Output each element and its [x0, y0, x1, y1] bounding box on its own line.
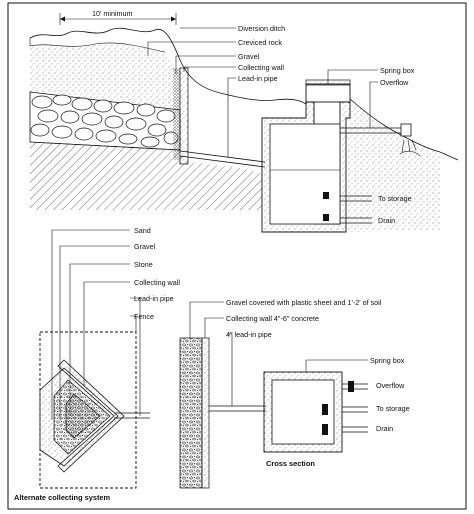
- collecting-wall-alt: [57, 359, 125, 473]
- label-alt-collecting-wall: Collecting wall: [134, 278, 180, 287]
- label-cs-spring-box: Spring box: [370, 356, 405, 365]
- caption-cross-section: Cross section: [266, 459, 315, 468]
- impervious-earth: [30, 142, 262, 210]
- label-cs-collecting-wall: Collecting wall 4"-6" concrete: [226, 314, 319, 323]
- label-lead-in-pipe: Lead-in pipe: [238, 74, 278, 83]
- figure-border: [7, 2, 467, 510]
- label-gravel: Gravel: [238, 52, 260, 61]
- label-stone: Stone: [134, 260, 153, 269]
- dimension-label: 10' minimum: [92, 9, 133, 18]
- label-fence: Fence: [134, 312, 154, 321]
- gravel-strip: [173, 68, 180, 160]
- caption-alternate-system: Alternate collecting system: [14, 493, 111, 502]
- label-spring-box: Spring box: [380, 66, 415, 75]
- stones: [30, 94, 179, 148]
- spring-box-section: [263, 371, 368, 453]
- label-alt-lead-in-pipe: Lead-in pipe: [134, 294, 174, 303]
- label-sand: Sand: [134, 226, 151, 235]
- label-cs-overflow: Overflow: [376, 381, 405, 390]
- label-collecting-wall: Collecting wall: [238, 63, 284, 72]
- label-cs-drain: Drain: [376, 424, 393, 433]
- spring-box-top: [261, 79, 351, 233]
- label-overflow: Overflow: [380, 78, 409, 87]
- label-cs-lead-in-pipe: 4" lead-in pipe: [226, 330, 272, 339]
- label-cs-to-storage: To storage: [376, 404, 410, 413]
- stone-core: [65, 393, 101, 439]
- label-creviced-rock: Creviced rock: [238, 38, 282, 47]
- top-diagram: 10' minimum: [29, 9, 459, 233]
- collecting-wall-section: [201, 337, 210, 489]
- label-to-storage: To storage: [378, 194, 412, 203]
- collecting-wall: [179, 67, 189, 165]
- label-diversion-ditch: Diversion ditch: [238, 24, 285, 33]
- label-drain: Drain: [378, 216, 395, 225]
- label-gravel-covered: Gravel covered with plastic sheet and 1'…: [226, 298, 382, 307]
- creviced-rock: [30, 42, 180, 110]
- label-alt-gravel: Gravel: [134, 242, 156, 251]
- alternate-collecting-system: Sand Gravel Stone Collecting wall Lead-i…: [14, 226, 180, 502]
- cross-section: Gravel covered with plastic sheet and 1'…: [179, 298, 410, 489]
